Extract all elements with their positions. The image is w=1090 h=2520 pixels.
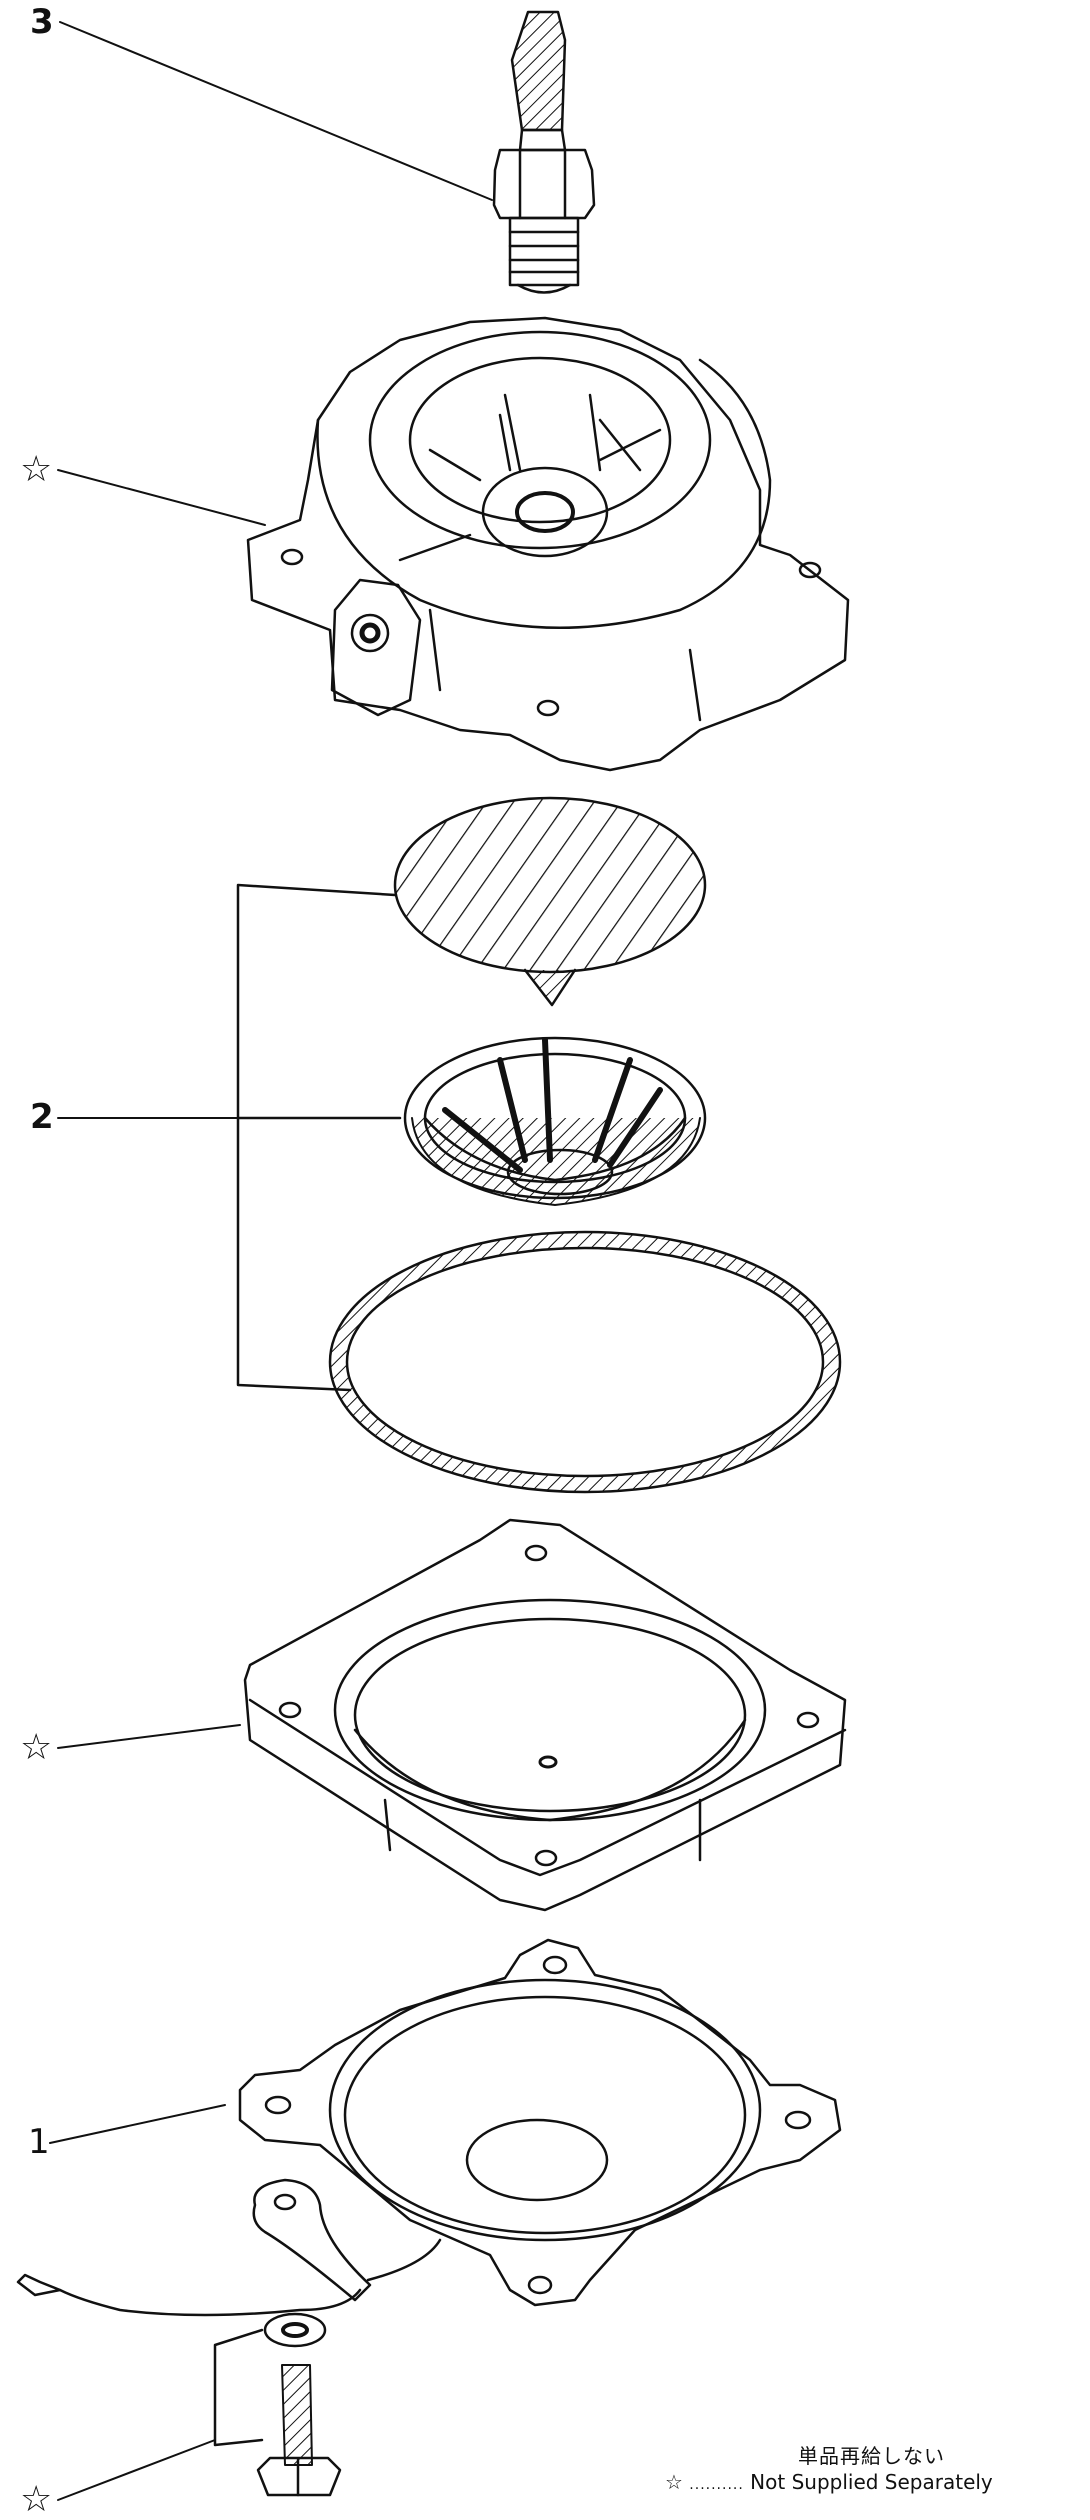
legend-dots: .......... [689, 2477, 744, 2493]
bottom-star-bracket [213, 2328, 264, 2447]
star-marker-upper-housing: ☆ [20, 449, 53, 490]
legend-star-symbol: ☆ [665, 2470, 683, 2494]
ribbed-cone-part [403, 1036, 707, 1206]
legend-english-note: Not Supplied Separately [750, 2470, 993, 2494]
ground-wire-part [16, 2178, 442, 2317]
o-ring-part [328, 1230, 842, 1494]
upper-housing-part [246, 316, 850, 772]
callout-part-2: 2 [30, 1097, 54, 1137]
leader-star-bottom [57, 2439, 216, 2501]
legend-row: ☆ .......... Not Supplied Separately [665, 2470, 993, 2494]
sensor-plug-part [492, 10, 596, 294]
legend-japanese-note: 単品再給しない [798, 2444, 945, 2468]
diaphragm-plate-part [238, 1938, 842, 2307]
leader-star-lower [57, 1724, 241, 1749]
part-2-bracket [236, 883, 402, 1392]
leader-part-3 [59, 21, 493, 201]
lower-housing-part [243, 1518, 847, 1912]
star-marker-bolt: ☆ [20, 2479, 53, 2520]
callout-part-3: 3 [30, 2, 54, 42]
callout-part-1: 1 [28, 2122, 50, 2162]
star-marker-lower-housing: ☆ [20, 1727, 53, 1768]
leader-lines [49, 21, 493, 2501]
washer-bolt-part [256, 2312, 342, 2497]
filter-disc-part [393, 796, 707, 1007]
leader-star-upper [57, 469, 266, 526]
leader-part-1 [49, 2104, 226, 2144]
